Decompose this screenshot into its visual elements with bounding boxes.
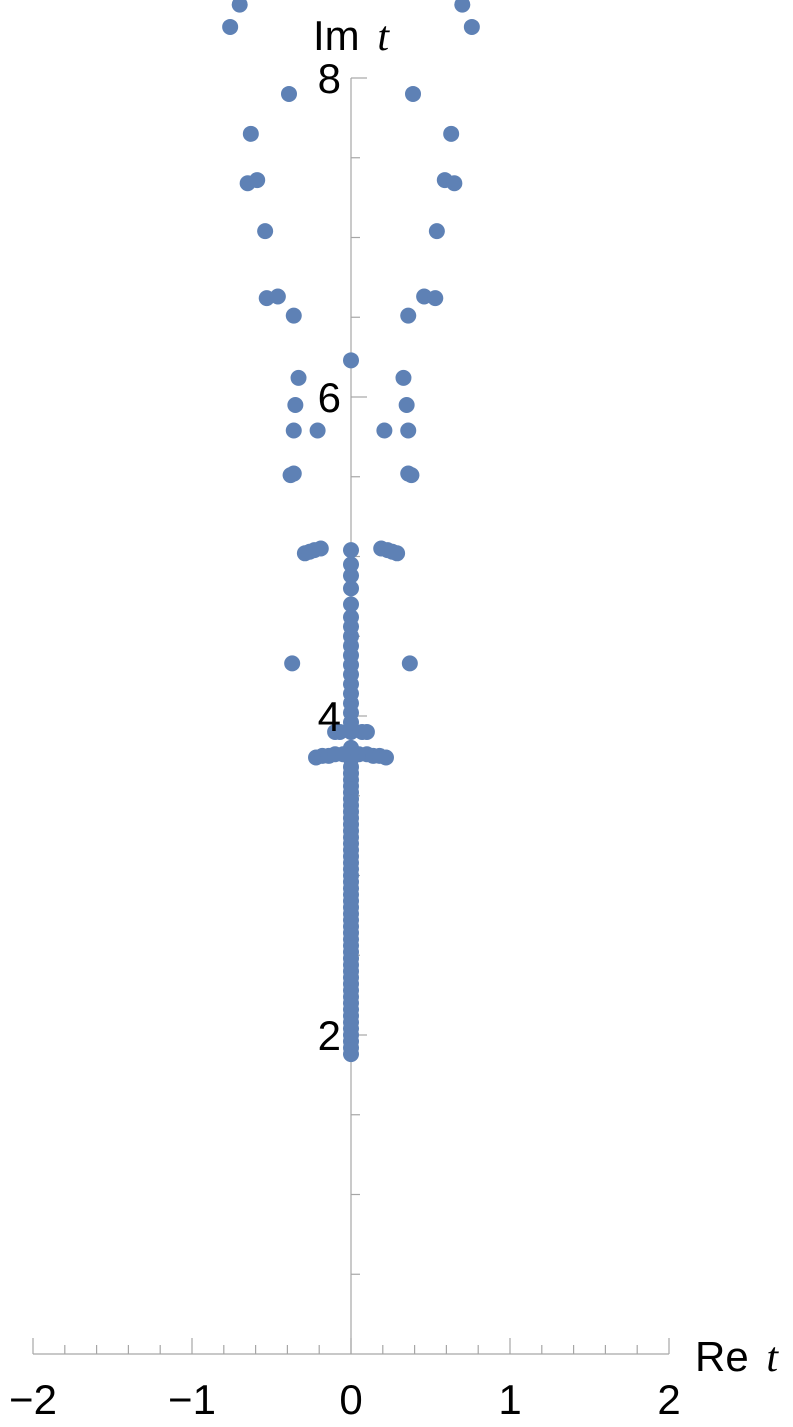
data-point xyxy=(400,422,417,439)
data-point xyxy=(358,723,375,740)
tick-labels: −2 −1 0 1 2 2 4 6 8 xyxy=(9,55,681,1423)
data-point xyxy=(389,545,406,562)
data-points xyxy=(222,0,480,1063)
data-point xyxy=(343,609,359,626)
y-axis-title: Im t xyxy=(313,12,390,60)
x-tick-label: −1 xyxy=(168,1376,216,1423)
data-point xyxy=(284,655,301,672)
x-axis-title-prefix: Re xyxy=(695,1333,749,1380)
data-point xyxy=(427,290,444,307)
x-tick-label: 0 xyxy=(339,1376,362,1423)
y-tick-label: 8 xyxy=(318,55,341,102)
data-point xyxy=(285,465,302,482)
data-point xyxy=(231,0,248,13)
data-point xyxy=(343,567,359,584)
data-point xyxy=(405,85,422,102)
data-point xyxy=(401,655,418,672)
data-point xyxy=(257,223,274,240)
y-tick-label: 6 xyxy=(318,374,341,421)
data-point xyxy=(377,749,394,766)
data-point xyxy=(395,369,412,386)
data-point xyxy=(463,18,480,35)
y-axis-title-variable: t xyxy=(377,14,390,60)
data-point xyxy=(343,556,359,573)
data-point xyxy=(280,85,297,102)
data-point xyxy=(443,125,460,142)
data-point xyxy=(309,422,326,439)
data-point xyxy=(398,396,415,413)
data-point xyxy=(343,542,359,559)
x-tick-label: 1 xyxy=(498,1376,521,1423)
axes xyxy=(32,77,670,1355)
data-point xyxy=(446,175,463,192)
data-point xyxy=(454,0,471,13)
data-point xyxy=(343,596,359,613)
data-point xyxy=(400,307,417,324)
data-point xyxy=(403,467,420,484)
y-tick-label: 4 xyxy=(318,693,341,740)
data-point xyxy=(312,540,329,557)
data-point xyxy=(331,723,348,740)
y-axis-title-prefix: Im xyxy=(313,12,360,59)
data-point xyxy=(343,580,359,597)
data-point xyxy=(287,396,304,413)
data-point xyxy=(428,223,445,240)
x-axis-title-variable: t xyxy=(766,1335,779,1381)
x-tick-label: −2 xyxy=(9,1376,57,1423)
data-point xyxy=(242,125,259,142)
data-point xyxy=(285,307,302,324)
x-axis-ticks xyxy=(32,1338,670,1354)
x-axis-title: Re t xyxy=(695,1333,779,1381)
data-point xyxy=(376,422,393,439)
data-point xyxy=(290,369,307,386)
data-point xyxy=(269,288,286,305)
data-point xyxy=(285,422,302,439)
x-tick-label: 2 xyxy=(657,1376,680,1423)
data-point xyxy=(335,746,352,763)
y-tick-label: 2 xyxy=(318,1012,341,1059)
data-point xyxy=(343,352,359,369)
data-point xyxy=(222,18,239,35)
data-point xyxy=(249,172,266,189)
